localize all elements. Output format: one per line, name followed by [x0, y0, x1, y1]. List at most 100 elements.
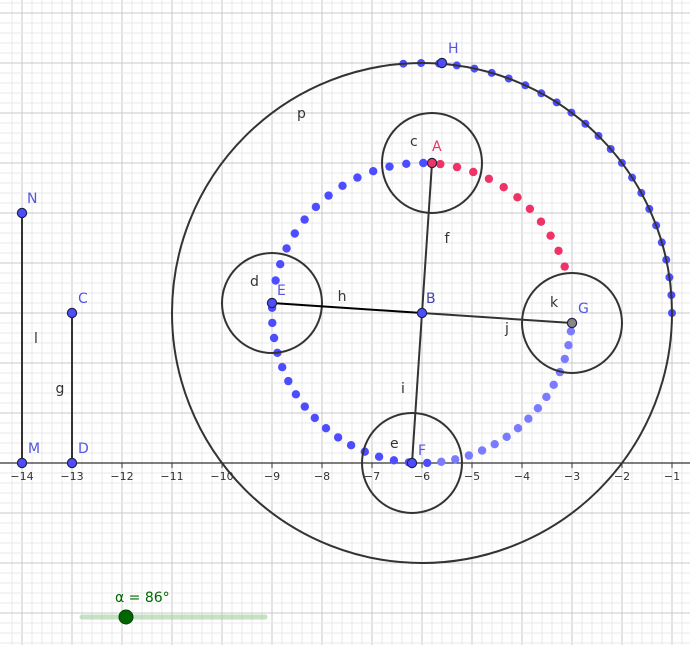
trace-dot — [389, 456, 399, 465]
trace-dot — [278, 363, 287, 372]
circle-label: c — [410, 134, 418, 150]
point-label: D — [78, 441, 89, 457]
point-E[interactable] — [266, 297, 278, 309]
trace-dot — [560, 354, 569, 364]
trace-dot — [338, 181, 347, 190]
segment-h[interactable] — [271, 302, 423, 314]
x-tick-label: −7 — [364, 470, 380, 483]
trace-dot — [554, 246, 563, 255]
slider-label: α = 86° — [115, 590, 170, 606]
trace-dot — [276, 260, 285, 269]
x-tick-label: −1 — [664, 470, 680, 483]
trace-dot — [423, 458, 432, 468]
trace-dot — [374, 452, 384, 461]
trace-dot — [566, 327, 576, 336]
x-tick-label: −2 — [614, 470, 630, 483]
segment-label: l — [34, 331, 38, 347]
point-G[interactable] — [566, 317, 578, 329]
slider-handle[interactable] — [118, 609, 134, 625]
circle-label: d — [250, 274, 259, 290]
trace-dot — [436, 159, 445, 169]
trace-dot — [525, 204, 535, 213]
trace-dot — [290, 229, 299, 238]
x-tick-label: −14 — [10, 470, 33, 483]
trace-dot — [369, 167, 378, 176]
trace-dot — [490, 440, 499, 449]
trace-dot — [452, 162, 462, 172]
trace-dot — [346, 441, 356, 450]
trace-dot — [477, 446, 487, 455]
trace-dot — [536, 217, 546, 226]
x-axis: −14−13−12−11−10−9−8−7−6−5−4−3−2−1 — [0, 462, 690, 483]
trace-dot — [324, 191, 333, 200]
trace-dot — [513, 424, 523, 433]
point-label: G — [578, 301, 589, 317]
circle-p[interactable] — [171, 62, 673, 564]
circle-label: p — [297, 106, 306, 122]
point-F[interactable] — [406, 457, 418, 469]
trace-dot — [502, 432, 511, 441]
trace-dot — [321, 424, 331, 433]
x-tick-label: −4 — [514, 470, 530, 483]
segment-label: g — [56, 381, 65, 397]
trace-dot — [549, 380, 558, 389]
trace-dot — [291, 390, 301, 399]
circle-c[interactable] — [381, 112, 483, 214]
circle-label: k — [550, 295, 559, 311]
trace-dot — [437, 457, 446, 466]
trace-dot — [282, 244, 291, 253]
trace-dot — [300, 215, 309, 224]
segment-label: f — [445, 231, 451, 247]
trace-dot — [284, 376, 293, 386]
circle-e[interactable] — [361, 412, 463, 514]
trace-dot — [451, 455, 460, 464]
point-B[interactable] — [416, 307, 428, 319]
x-tick-label: −8 — [314, 470, 330, 483]
point-D[interactable] — [66, 457, 78, 469]
trace-dot — [464, 451, 474, 460]
point-H[interactable] — [436, 57, 448, 69]
point-label: E — [277, 283, 286, 299]
point-label: C — [78, 291, 88, 307]
trace-dot — [300, 402, 309, 411]
circle-k[interactable] — [521, 272, 623, 374]
trace-dot — [524, 414, 533, 423]
trace-dot — [268, 318, 277, 328]
point-label: M — [28, 441, 40, 457]
trace-dot — [271, 276, 280, 285]
x-tick-label: −13 — [60, 470, 83, 483]
trace-dot — [269, 333, 279, 343]
point-C[interactable] — [66, 307, 78, 319]
point-label: A — [432, 139, 442, 155]
segment-j[interactable] — [421, 312, 573, 324]
trace-dot — [333, 433, 343, 442]
segment-i[interactable] — [411, 312, 423, 464]
x-tick-label: −5 — [464, 470, 480, 483]
trace-dot — [546, 231, 555, 240]
point-N[interactable] — [16, 207, 28, 219]
x-tick-label: −6 — [414, 470, 430, 483]
points[interactable] — [16, 57, 578, 469]
segments — [21, 162, 573, 464]
alpha-slider[interactable]: α = 86° — [79, 590, 268, 625]
point-label: H — [448, 41, 459, 57]
trace-dot — [419, 158, 428, 168]
segment-f[interactable] — [421, 162, 433, 314]
x-tick-label: −12 — [110, 470, 133, 483]
x-tick-label: −11 — [160, 470, 183, 483]
trace-dot — [533, 404, 543, 413]
x-tick-label: −3 — [564, 470, 580, 483]
segment-label: i — [401, 381, 405, 397]
trace-dot — [353, 173, 362, 182]
point-M[interactable] — [16, 457, 28, 469]
trace-dot — [499, 183, 508, 192]
circle-d[interactable] — [221, 252, 323, 354]
point-A[interactable] — [426, 157, 438, 169]
segment-label: h — [338, 289, 347, 305]
trace-dot — [402, 159, 411, 168]
trace-dot — [311, 202, 321, 212]
segment-label: j — [504, 321, 509, 337]
